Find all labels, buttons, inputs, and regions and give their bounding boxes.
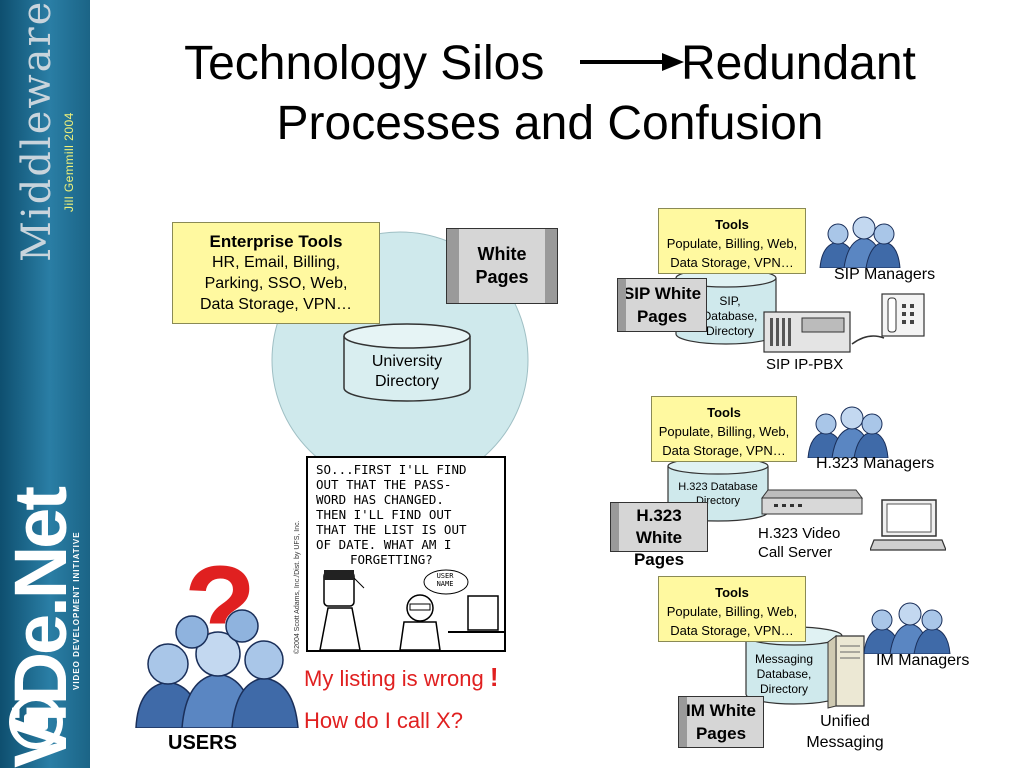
dilbert-comic-panel: SO...FIRST I'LL FIND OUT THAT THE PASS- … [306, 456, 506, 652]
unified-messaging-line: Unified [820, 713, 870, 730]
sip-managers-label: SIP Managers [834, 266, 936, 283]
plug-logo-icon [9, 695, 63, 749]
h323-db-line: H.323 Database [678, 481, 758, 493]
h323-tools-line: Data Storage, VPN… [662, 443, 786, 458]
h323-managers-icon [807, 406, 889, 458]
directory-label-line: University [371, 353, 443, 370]
sip-pbx-icon [763, 311, 851, 353]
im-managers-label: IM Managers [876, 652, 970, 669]
phone-cord-icon [851, 335, 885, 345]
comic-speech: SO...FIRST I'LL FIND OUT THAT THE PASS- … [316, 462, 467, 567]
sidebar-banner: Middleware Jill Gemmill 2004 ViDe.Net VI… [0, 0, 90, 768]
sip-db-line: SIP, [719, 294, 741, 308]
enterprise-tools-title: Enterprise Tools [209, 232, 343, 251]
white-pages-label: White [477, 244, 527, 264]
initiative-label: VIDEO DEVELOPMENT INITIATIVE [72, 531, 81, 690]
comic-line: FORGETTING? [350, 552, 433, 567]
sip-tools-line: Populate, Billing, Web, [666, 236, 798, 251]
comic-characters-illustration [319, 569, 504, 650]
h323-server-icon [761, 489, 863, 515]
title-right: Redundant [681, 37, 916, 90]
h323-tools-title: Tools [707, 405, 741, 420]
sip-managers-icon [819, 216, 901, 268]
author-credit: Jill Gemmill 2004 [62, 112, 76, 212]
unified-messaging-line: Messaging [806, 734, 884, 751]
right-arrow-icon [580, 53, 684, 71]
users-label: USERS [168, 732, 237, 754]
users-group-icon [135, 609, 299, 728]
h323-managers-label: H.323 Managers [816, 455, 935, 472]
enterprise-tools-line: HR, Email, Billing, [211, 254, 341, 271]
h323-server-label: H.323 Video Call Server [758, 524, 840, 562]
h323-white-pages-label: H.323 White [635, 506, 683, 547]
complaint-how-to-call: How do I call X? [304, 708, 463, 733]
white-pages-label: Pages [475, 267, 529, 287]
sip-tools-line: Data Storage, VPN… [670, 255, 794, 270]
h323-tools-line: Populate, Billing, Web, [658, 424, 790, 439]
university-directory-label: University Directory [342, 352, 472, 392]
middleware-logo-text: Middleware [14, 0, 60, 262]
sip-tools-note: Tools Populate, Billing, Web, Data Stora… [658, 208, 806, 274]
unified-messaging-label: Unified Messaging [800, 711, 890, 753]
h323-tools-note: Tools Populate, Billing, Web, Data Stora… [651, 396, 797, 462]
im-tools-note: Tools Populate, Billing, Web, Data Stora… [658, 576, 806, 642]
im-managers-icon [863, 602, 951, 654]
complaint-text: My listing is wrong [304, 666, 484, 691]
im-tools-line: Populate, Billing, Web, [666, 604, 798, 619]
ip-phone-icon [881, 293, 925, 337]
sip-database-label: SIP, Database, Directory [690, 294, 770, 339]
h323-server-line: H.323 Video [758, 525, 841, 542]
vide-net-logo: ViDe.Net [0, 489, 82, 768]
comic-line: THAT THE LIST IS OUT [316, 522, 467, 537]
slide-title: Technology Silos Redundant Processes and… [100, 34, 1000, 154]
im-tools-line: Data Storage, VPN… [670, 623, 794, 638]
comic-line: OF DATE. WHAT AM I [316, 537, 452, 552]
sip-white-pages-book: SIP White Pages [617, 278, 707, 332]
university-directory-cylinder [343, 323, 471, 402]
comic-bubble-line: NAME [436, 580, 454, 588]
im-db-line: Database, [756, 667, 812, 681]
sip-pbx-label: SIP IP-PBX [766, 356, 844, 373]
sip-white-pages-label: SIP White [622, 284, 702, 303]
im-db-line: Messaging [754, 652, 814, 666]
im-white-pages-book: IM White Pages [678, 696, 764, 748]
enterprise-tools-line: Parking, SSO, Web, [204, 275, 348, 292]
im-white-pages-label: Pages [695, 724, 747, 743]
comic-line: WORD HAS CHANGED. [316, 492, 444, 507]
h323-white-pages-label: Pages [633, 550, 685, 569]
enterprise-tools-note: Enterprise Tools HR, Email, Billing, Par… [172, 222, 380, 324]
comic-line: THEN I'LL FIND OUT [316, 507, 452, 522]
sip-db-line: Directory [705, 324, 754, 338]
messaging-server-icon [827, 635, 865, 709]
enterprise-tools-line: Data Storage, VPN… [199, 296, 353, 313]
comic-bubble-line: USER [436, 572, 454, 580]
h323-server-line: Call Server [758, 544, 833, 561]
laptop-icon [870, 499, 946, 551]
im-white-pages-label: IM White [686, 701, 756, 720]
title-line2: Processes and Confusion [276, 97, 824, 150]
complaint-listing-wrong: My listing is wrong ! [304, 662, 499, 693]
h323-white-pages-book: H.323 White Pages [610, 502, 708, 569]
directory-label-line: Directory [374, 373, 439, 390]
title-left: Technology Silos [184, 37, 545, 90]
sidebar-gradient [0, 0, 90, 768]
im-tools-title: Tools [715, 585, 749, 600]
im-database-label: Messaging Database, Directory [742, 652, 826, 697]
comic-line: OUT THAT THE PASS- [316, 477, 452, 492]
comic-line: SO...FIRST I'LL FIND [316, 462, 467, 477]
complaint-exclamation: ! [489, 662, 499, 692]
sip-white-pages-label: Pages [636, 307, 688, 326]
sip-tools-title: Tools [715, 217, 749, 232]
sip-db-line: Database, [702, 309, 758, 323]
white-pages-book: White Pages [446, 228, 558, 304]
im-db-line: Directory [759, 682, 808, 696]
comic-bubble-text: USER NAME [430, 572, 460, 588]
